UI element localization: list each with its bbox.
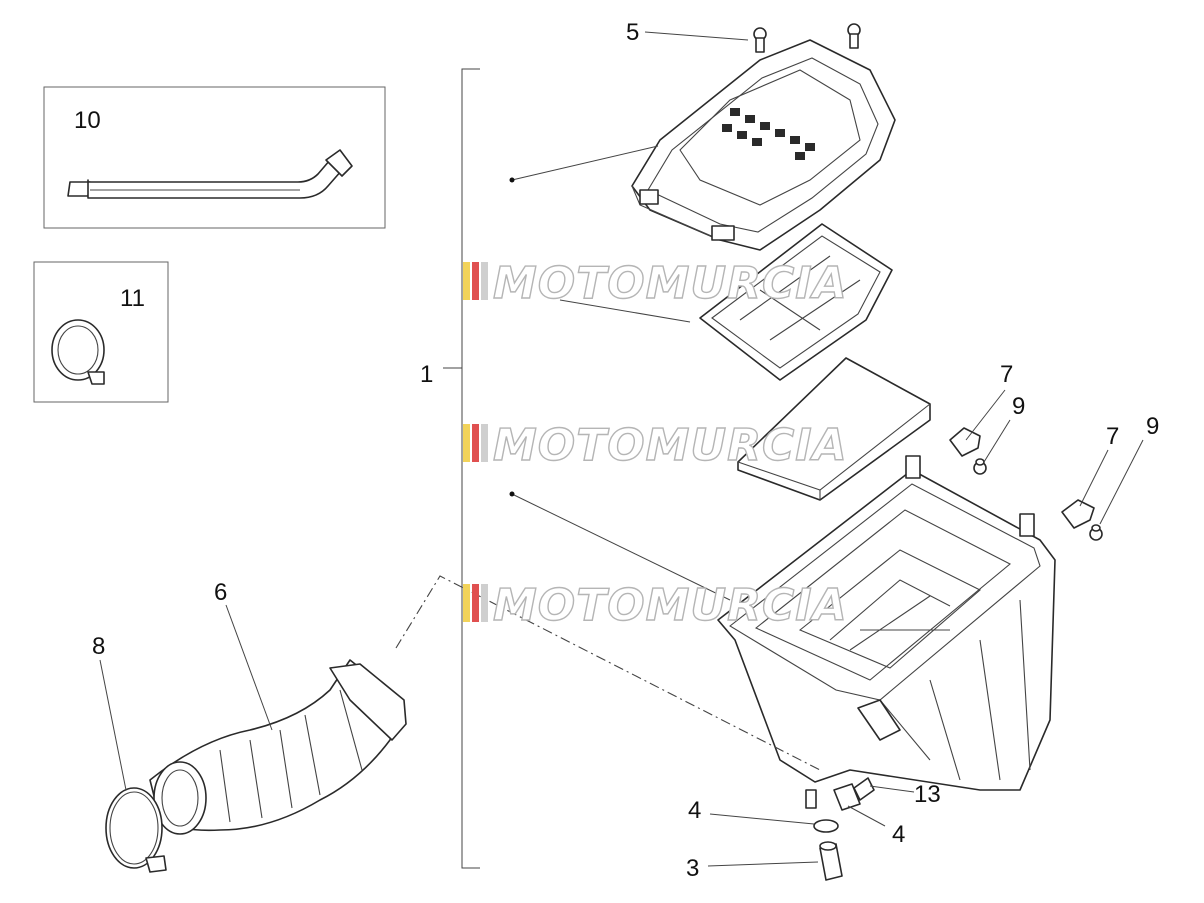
watermark: MOTOMURCIA MOTOMURCIA MOTOMURCIA	[463, 257, 848, 632]
part-10-box	[43, 86, 386, 229]
part-11-box	[33, 261, 169, 403]
callout-5: 5	[626, 19, 639, 46]
airbox-cover-part	[631, 39, 896, 251]
clamp-part	[51, 319, 105, 385]
hose-part	[67, 149, 353, 199]
callout-6: 6	[214, 579, 227, 606]
assembly-bracket	[443, 68, 480, 869]
small-screw-part	[973, 458, 1103, 541]
drain-parts	[813, 777, 875, 881]
airbox-body-part	[717, 455, 1056, 809]
callout-1: 1	[420, 361, 433, 388]
callout-9a: 9	[1012, 393, 1025, 420]
filter-frame-part	[699, 223, 893, 381]
watermark-text: MOTOMURCIA	[493, 420, 848, 471]
intake-duct-part	[149, 659, 407, 835]
callout-7b: 7	[1106, 423, 1119, 450]
callout-4b: 4	[892, 821, 905, 848]
leader-lines	[99, 31, 1144, 867]
callout-11: 11	[120, 285, 145, 312]
callout-13: 13	[914, 781, 941, 808]
callout-8: 8	[92, 633, 105, 660]
screw-part	[753, 23, 861, 53]
callout-4a: 4	[688, 797, 701, 824]
callout-9b: 9	[1146, 413, 1159, 440]
clip-part	[949, 427, 1095, 529]
watermark-text: MOTOMURCIA	[493, 580, 848, 631]
callout-3: 3	[686, 855, 699, 882]
callouts: 1 3 4 4 5 6 7 7 8 9 9 10 11 13	[74, 19, 1159, 882]
hose-clamp-part	[105, 787, 167, 873]
callout-7a: 7	[1000, 361, 1013, 388]
callout-10: 10	[74, 107, 101, 134]
watermark-text: MOTOMURCIA	[493, 258, 848, 309]
air-filter-part	[737, 357, 931, 501]
